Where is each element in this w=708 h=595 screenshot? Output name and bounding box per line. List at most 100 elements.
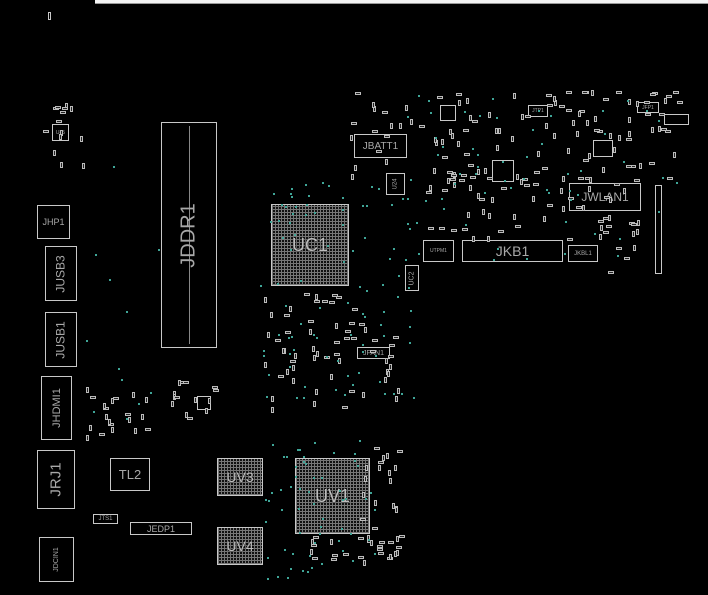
smd-component[interactable] bbox=[429, 184, 433, 191]
smd-component[interactable] bbox=[603, 216, 610, 220]
smd-component[interactable] bbox=[628, 116, 632, 123]
smd-component[interactable] bbox=[498, 229, 505, 233]
smd-component[interactable] bbox=[383, 376, 387, 383]
smd-component[interactable] bbox=[673, 90, 680, 94]
smd-component[interactable] bbox=[466, 98, 470, 105]
smd-component[interactable] bbox=[141, 414, 145, 421]
smd-component[interactable] bbox=[602, 166, 606, 173]
component-uc1[interactable]: UC1 bbox=[271, 204, 349, 286]
smd-component[interactable] bbox=[410, 119, 414, 126]
component-jtp1[interactable]: JTP1 bbox=[528, 105, 548, 117]
component-jddr1[interactable]: JDDR1 bbox=[161, 122, 217, 348]
smd-component[interactable] bbox=[363, 476, 367, 483]
smd-component[interactable] bbox=[612, 147, 616, 154]
smd-component[interactable] bbox=[396, 387, 400, 394]
smd-component[interactable] bbox=[314, 389, 318, 396]
smd-component[interactable] bbox=[533, 183, 540, 187]
smd-component[interactable] bbox=[335, 296, 342, 300]
smd-component[interactable] bbox=[588, 153, 592, 160]
smd-component[interactable] bbox=[212, 385, 219, 389]
component-jusb1[interactable]: JUSB1 bbox=[45, 312, 77, 367]
smd-component[interactable] bbox=[213, 389, 220, 393]
component-small-marker[interactable] bbox=[48, 12, 51, 20]
smd-component[interactable] bbox=[54, 105, 61, 109]
smd-component[interactable] bbox=[667, 177, 674, 181]
smd-component[interactable] bbox=[512, 214, 516, 221]
smd-component[interactable] bbox=[665, 94, 672, 98]
smd-component[interactable] bbox=[463, 153, 470, 157]
smd-component[interactable] bbox=[562, 205, 566, 212]
smd-component[interactable] bbox=[60, 111, 67, 115]
smd-component[interactable] bbox=[345, 330, 352, 334]
smd-component[interactable] bbox=[395, 549, 399, 556]
smd-component[interactable] bbox=[575, 205, 582, 209]
smd-component[interactable] bbox=[377, 552, 384, 556]
smd-component[interactable] bbox=[311, 557, 318, 561]
smd-component[interactable] bbox=[290, 360, 297, 364]
smd-component[interactable] bbox=[398, 535, 405, 539]
smd-component[interactable] bbox=[350, 135, 353, 142]
smd-component[interactable] bbox=[544, 122, 548, 129]
smd-component[interactable] bbox=[616, 247, 623, 251]
smd-component[interactable] bbox=[450, 229, 457, 233]
component-jhp1[interactable]: JHP1 bbox=[37, 205, 70, 239]
smd-component[interactable] bbox=[442, 188, 449, 192]
smd-component[interactable] bbox=[439, 226, 446, 230]
smd-component[interactable] bbox=[478, 198, 485, 202]
smd-component[interactable] bbox=[664, 130, 671, 134]
smd-component[interactable] bbox=[578, 110, 582, 117]
smd-component[interactable] bbox=[488, 112, 492, 119]
smd-component[interactable] bbox=[609, 132, 613, 139]
smd-component[interactable] bbox=[391, 502, 395, 509]
smd-component[interactable] bbox=[357, 537, 364, 541]
smd-component[interactable] bbox=[351, 336, 358, 340]
component-uv4[interactable]: UV4 bbox=[217, 527, 263, 565]
smd-component[interactable] bbox=[264, 362, 268, 369]
smd-component[interactable] bbox=[392, 335, 399, 339]
smd-component[interactable] bbox=[472, 119, 479, 123]
smd-component[interactable] bbox=[534, 171, 541, 175]
smd-component[interactable] bbox=[427, 227, 434, 231]
smd-component[interactable] bbox=[631, 223, 638, 227]
smd-component[interactable] bbox=[577, 176, 584, 180]
smd-component[interactable] bbox=[532, 195, 536, 202]
smd-component[interactable] bbox=[462, 128, 469, 132]
component-side-connector[interactable] bbox=[655, 185, 662, 274]
component-uv1[interactable]: UV1 bbox=[295, 458, 370, 534]
smd-component[interactable] bbox=[398, 122, 402, 129]
smd-component[interactable] bbox=[292, 365, 296, 372]
smd-component[interactable] bbox=[378, 460, 385, 464]
smd-component[interactable] bbox=[354, 164, 358, 171]
smd-component[interactable] bbox=[389, 553, 393, 560]
smd-component[interactable] bbox=[442, 156, 449, 160]
smd-component[interactable] bbox=[370, 540, 374, 547]
smd-component[interactable] bbox=[382, 455, 386, 462]
smd-component[interactable] bbox=[613, 183, 620, 187]
component-jdcin1[interactable]: JDCIN1 bbox=[39, 537, 74, 582]
smd-component[interactable] bbox=[310, 549, 314, 556]
smd-component[interactable] bbox=[281, 347, 285, 354]
smd-component[interactable] bbox=[582, 91, 589, 95]
smd-component[interactable] bbox=[425, 190, 432, 194]
smd-component[interactable] bbox=[582, 205, 586, 212]
smd-component[interactable] bbox=[558, 104, 565, 108]
smd-component[interactable] bbox=[174, 396, 181, 400]
smd-component[interactable] bbox=[457, 140, 461, 147]
smd-component[interactable] bbox=[343, 553, 350, 557]
smd-component[interactable] bbox=[371, 102, 375, 109]
smd-component[interactable] bbox=[144, 396, 148, 403]
smd-component[interactable] bbox=[285, 368, 289, 375]
smd-component[interactable] bbox=[495, 127, 499, 134]
smd-component[interactable] bbox=[352, 308, 359, 312]
smd-component[interactable] bbox=[658, 125, 661, 132]
smd-component[interactable] bbox=[487, 236, 491, 243]
smd-component[interactable] bbox=[350, 121, 357, 125]
component-uc2[interactable]: UC2 bbox=[405, 265, 419, 291]
smd-component[interactable] bbox=[542, 167, 549, 171]
smd-component[interactable] bbox=[387, 470, 391, 477]
smd-component[interactable] bbox=[270, 406, 274, 413]
smd-component[interactable] bbox=[205, 407, 209, 414]
smd-component[interactable] bbox=[603, 196, 610, 200]
smd-component[interactable] bbox=[576, 131, 580, 137]
